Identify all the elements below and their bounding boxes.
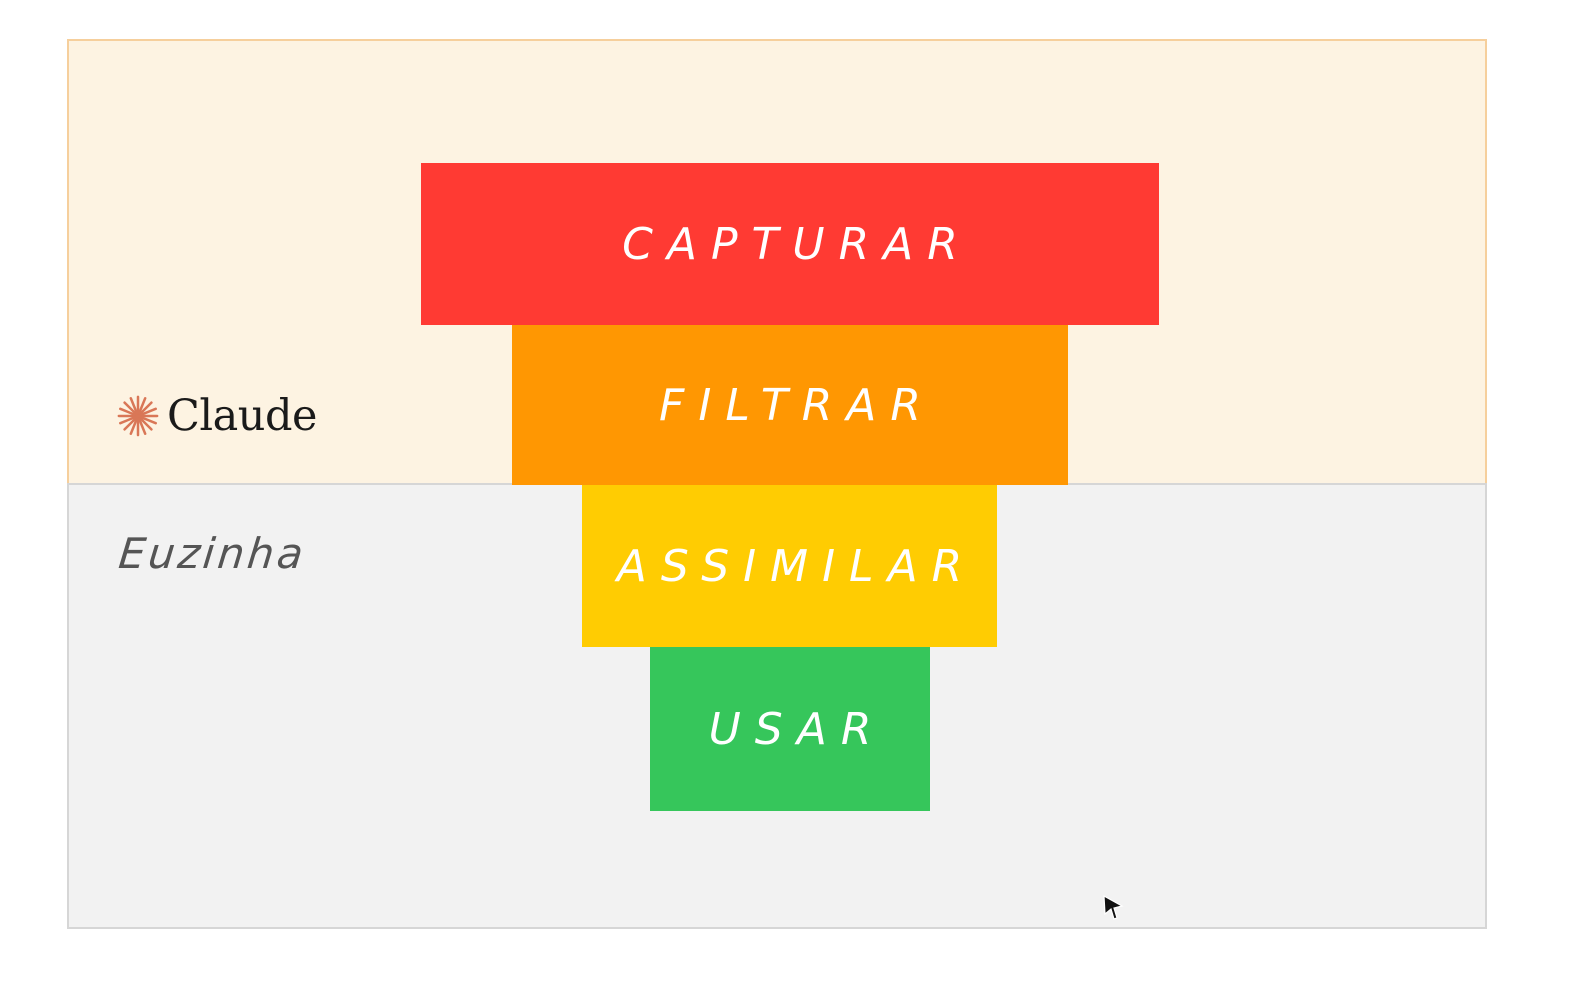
funnel-step-usar: USAR bbox=[650, 647, 930, 811]
funnel-step-label: CAPTURAR bbox=[622, 218, 972, 270]
diagram-frame: Claude Euzinha CAPTURAR FILTRAR ASSIMILA… bbox=[67, 39, 1487, 929]
funnel-step-assimilar: ASSIMILAR bbox=[582, 485, 997, 647]
funnel-step-capturar: CAPTURAR bbox=[421, 163, 1159, 325]
funnel-step-label: FILTRAR bbox=[659, 379, 935, 431]
funnel-step-label: ASSIMILAR bbox=[616, 540, 977, 592]
mouse-pointer-icon bbox=[1103, 894, 1124, 920]
funnel-step-label: USAR bbox=[708, 703, 886, 755]
funnel-step-filtrar: FILTRAR bbox=[512, 325, 1068, 485]
euzinha-label: Euzinha bbox=[116, 529, 309, 578]
claude-spark-icon bbox=[117, 395, 159, 437]
claude-brand-name: Claude bbox=[167, 391, 317, 441]
claude-logo: Claude bbox=[115, 389, 317, 443]
